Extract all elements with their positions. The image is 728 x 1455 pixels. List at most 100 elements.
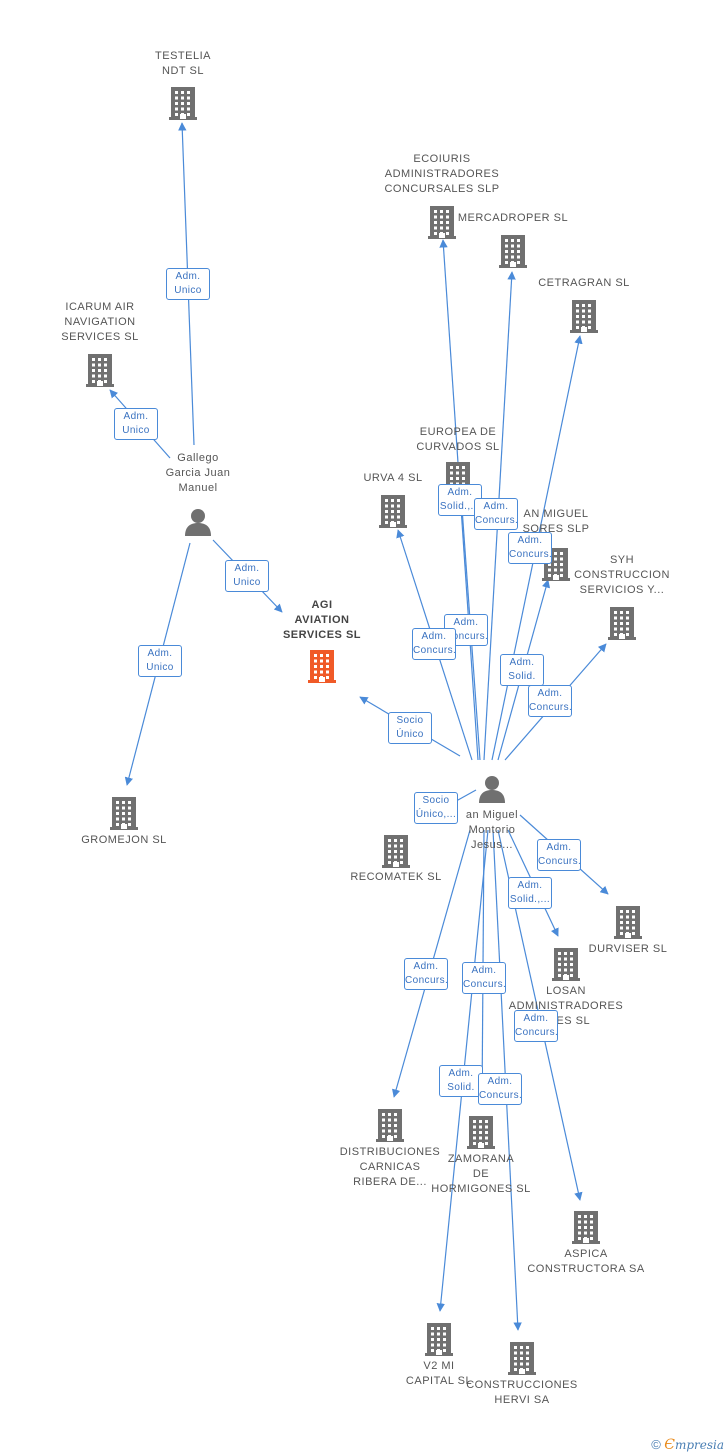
node-label-gromejon[interactable]: GROMEJON SL xyxy=(44,833,204,848)
node-label-line: CAPITAL SL xyxy=(405,1375,473,1387)
building-icon[interactable] xyxy=(362,204,522,240)
edge-label-line: Adm. xyxy=(453,617,479,628)
node-label-zamorana[interactable]: ZAMORANA DE HORMIGONES SL xyxy=(401,1152,561,1197)
node-label-line: AN MIGUEL xyxy=(523,508,589,520)
edge-label-line: Adm. xyxy=(509,657,535,668)
building-icon[interactable] xyxy=(359,1321,519,1357)
edge-label-line: Unico xyxy=(146,662,174,673)
person-icon[interactable] xyxy=(118,506,278,538)
node-label-line: SYH xyxy=(609,554,635,566)
edge-label-gallego_gromejon[interactable]: Adm.Unico xyxy=(138,645,182,677)
building-icon[interactable] xyxy=(504,298,664,334)
building-icon[interactable] xyxy=(542,605,702,641)
building-icon[interactable] xyxy=(242,648,402,684)
building-icon[interactable] xyxy=(486,946,646,982)
node-label-line: CONSTRUCCION xyxy=(574,569,670,581)
edge-label-line: Adm. xyxy=(523,1013,549,1024)
edge-label-gallego_icarum[interactable]: Adm. Unico xyxy=(114,408,158,440)
node-label-line: HORMIGONES SL xyxy=(431,1183,531,1195)
edge-label-line: Concurs. xyxy=(479,1090,523,1101)
edge-label-gallego_testelia[interactable]: Adm.Unico xyxy=(166,268,210,300)
edge-label-line: Adm. xyxy=(537,688,563,699)
building-icon[interactable] xyxy=(442,1340,602,1376)
node-label-line: AVIATION xyxy=(294,614,350,626)
node-label-line: Jesus... xyxy=(471,839,513,851)
building-icon[interactable] xyxy=(401,1114,561,1150)
node-label-line: LOSAN xyxy=(546,985,586,997)
edge-label-montorio_sanmiguel[interactable]: Adm.Concurs. xyxy=(508,532,552,564)
node-label-line: ADMINISTRADORES xyxy=(508,1000,624,1012)
edge-label-line: Unico xyxy=(233,577,261,588)
edge-label-line: Concurs. xyxy=(529,702,573,713)
node-label-line: NDT SL xyxy=(162,65,204,77)
node-label-line: URVA 4 SL xyxy=(363,472,423,484)
node-label-line: SERVICES SL xyxy=(282,629,362,641)
node-label-cetragran[interactable]: CETRAGRAN SL xyxy=(504,276,664,291)
building-icon[interactable] xyxy=(433,233,593,269)
node-label-line: ZAMORANA xyxy=(447,1153,515,1165)
edge-label-line: Adm. xyxy=(234,563,260,574)
node-label-recomatek[interactable]: RECOMATEK SL xyxy=(316,870,476,885)
building-icon[interactable] xyxy=(506,1209,666,1245)
edge-label-montorio_v2mi[interactable]: Adm.Solid. xyxy=(439,1065,483,1097)
edge-label-montorio_aspica[interactable]: Adm.Concurs. xyxy=(514,1010,558,1042)
edge-label-line: Unico xyxy=(122,425,150,436)
edge-label-line: Concurs. xyxy=(509,549,553,560)
node-label-urva[interactable]: URVA 4 SL xyxy=(313,471,473,486)
node-label-mercadroper[interactable]: MERCADROPER SL xyxy=(433,211,593,226)
edge-label-montorio_syh[interactable]: Adm. Concurs. xyxy=(528,685,572,717)
edge-label-line: Solid. xyxy=(508,671,536,682)
node-label-line: ECOIURIS xyxy=(413,153,471,165)
building-icon[interactable] xyxy=(548,904,708,940)
node-label-losan[interactable]: LOSAN ADMINISTRADORES ALES SL xyxy=(486,984,646,1029)
edge-label-gallego_agi[interactable]: Adm. Unico xyxy=(225,560,269,592)
node-label-line: DURVISER SL xyxy=(588,943,668,955)
building-icon[interactable] xyxy=(310,1107,470,1143)
edge-label-line: Concurs. xyxy=(538,856,582,867)
edge-label-montorio_zamorana[interactable]: Adm.Concurs. xyxy=(462,962,506,994)
person-icon[interactable] xyxy=(412,773,572,805)
edge-label-line: Adm. xyxy=(517,880,543,891)
node-label-line: RIBERA DE... xyxy=(353,1176,427,1188)
edge-label-montorio_cetragran[interactable]: Adm. Solid. xyxy=(500,654,544,686)
node-label-line: Garcia Juan xyxy=(165,467,231,479)
edge-label-montorio_hervi[interactable]: Adm.Concurs. xyxy=(478,1073,522,1105)
edge-label-montorio_durviser[interactable]: Adm. Concurs. xyxy=(537,839,581,871)
building-icon[interactable] xyxy=(313,493,473,529)
node-label-line: HERVI SA xyxy=(494,1394,550,1406)
edge-label-line: Adm. xyxy=(546,842,572,853)
edge-label-line: Concurs. xyxy=(405,975,449,986)
node-label-line: MERCADROPER SL xyxy=(457,212,569,224)
edge-label-line: Concurs. xyxy=(413,645,457,656)
building-icon[interactable] xyxy=(103,85,263,121)
empresia-logo: © Єmpresia xyxy=(651,1437,724,1453)
node-label-line: ALES SL xyxy=(541,1015,591,1027)
edge-label-line: Único xyxy=(396,729,424,740)
node-label-durviser[interactable]: DURVISER SL xyxy=(548,942,708,957)
edge-label-montorio_distribuciones[interactable]: Adm.Concurs. xyxy=(404,958,448,990)
edge-label-montorio_losan[interactable]: Adm.Solid.,... xyxy=(508,877,552,909)
building-icon[interactable] xyxy=(316,833,476,869)
building-icon[interactable] xyxy=(44,795,204,831)
edge-label-line: Adm. xyxy=(447,487,473,498)
edge-label-line: Adm. xyxy=(123,411,149,422)
node-label-line: DE xyxy=(472,1168,490,1180)
edge-label-montorio_mercadroper[interactable]: Adm.Concurs. xyxy=(474,498,518,530)
building-icon[interactable] xyxy=(20,352,180,388)
edge-label-montorio_urva[interactable]: Adm.Concurs. xyxy=(412,628,456,660)
node-label-line: Manuel xyxy=(178,482,218,494)
